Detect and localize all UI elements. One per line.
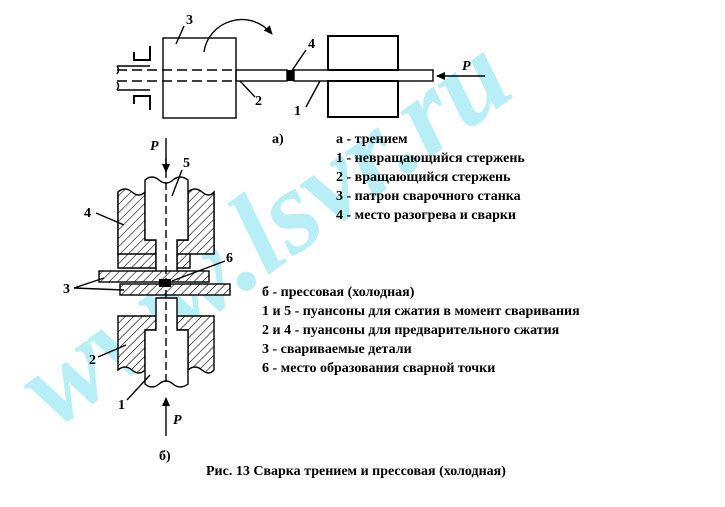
leader-a-1 xyxy=(305,80,321,108)
workpiece-upper-plate xyxy=(98,270,210,283)
welding-chuck xyxy=(162,37,237,119)
chuck-jaw-top xyxy=(133,46,151,61)
callout-b-2: 2 xyxy=(89,353,96,368)
diagram-b: P P 5 4 6 3 2 1 xyxy=(63,138,233,464)
leader-b-2 xyxy=(97,344,127,358)
diagram-a-label: а) xyxy=(272,132,284,147)
callout-b-3: 3 xyxy=(63,282,70,297)
clamp-block-bottom xyxy=(327,80,399,118)
legend-a-item-3: 3 - патрон сварочного станка xyxy=(336,189,521,204)
leader-b-3a xyxy=(73,277,105,289)
leader-a-2 xyxy=(239,80,256,98)
legend-b-item-1: 1 и 5 - пуансоны для сжатия в момент сва… xyxy=(262,304,580,319)
diagram-b-label: б) xyxy=(159,449,171,464)
figure-caption: Рис. 13 Сварка трением и прессовая (холо… xyxy=(206,464,506,479)
legend-b-item-0: б - прессовая (холодная) xyxy=(262,285,415,300)
leader-a-3 xyxy=(175,25,185,45)
legend-b-item-4: 6 - место образования сварной точки xyxy=(262,361,495,376)
weld-point xyxy=(159,279,171,287)
force-label-b-bottom: P xyxy=(173,413,182,428)
diagram-a: P 3 4 2 1 а) xyxy=(116,13,485,147)
legend-a: а - трением 1 - невращающийся стержень 2… xyxy=(336,132,525,223)
clamp-block-top xyxy=(327,35,399,71)
workpiece-lower-plate xyxy=(119,283,231,296)
rod-break-mark-bottom xyxy=(116,81,120,91)
legend-b: б - прессовая (холодная) 1 и 5 - пуансон… xyxy=(262,285,580,376)
legend-a-item-2: 2 - вращающийся стержень xyxy=(336,170,511,185)
watermark-text: www.lsvr.ru xyxy=(0,8,534,451)
callout-a-2: 2 xyxy=(255,94,262,109)
chuck-jaw-bottom xyxy=(133,95,151,110)
leader-b-1 xyxy=(126,374,151,401)
callout-b-1: 1 xyxy=(118,398,125,413)
legend-b-item-2: 2 и 4 - пуансоны для предварительного сж… xyxy=(262,323,560,338)
legend-a-item-1: 1 - невращающийся стержень xyxy=(336,151,525,166)
callout-a-3: 3 xyxy=(186,13,193,28)
leader-b-4 xyxy=(95,212,125,226)
weld-heating-spot xyxy=(287,70,294,81)
legend-a-item-0: а - трением xyxy=(336,132,408,147)
leader-b-6 xyxy=(171,260,226,282)
leader-b-5 xyxy=(171,169,183,197)
legend-b-item-3: 3 - свариваемые детали xyxy=(262,342,412,357)
callout-b-4: 4 xyxy=(84,206,91,221)
rotating-rod xyxy=(235,69,288,82)
legend-a-item-4: 4 - место разогрева и сварки xyxy=(336,208,516,223)
callout-b-6: 6 xyxy=(226,251,233,266)
upper-punch-right-wall xyxy=(176,188,215,255)
rotation-arrow xyxy=(203,18,273,53)
callout-a-1: 1 xyxy=(294,104,301,119)
leader-b-3b xyxy=(73,287,125,291)
callout-b-5: 5 xyxy=(183,156,190,171)
callout-a-4: 4 xyxy=(308,37,315,52)
leader-a-4 xyxy=(290,49,307,73)
force-label-a: P xyxy=(462,59,471,74)
force-label-b-top: P xyxy=(150,139,159,154)
